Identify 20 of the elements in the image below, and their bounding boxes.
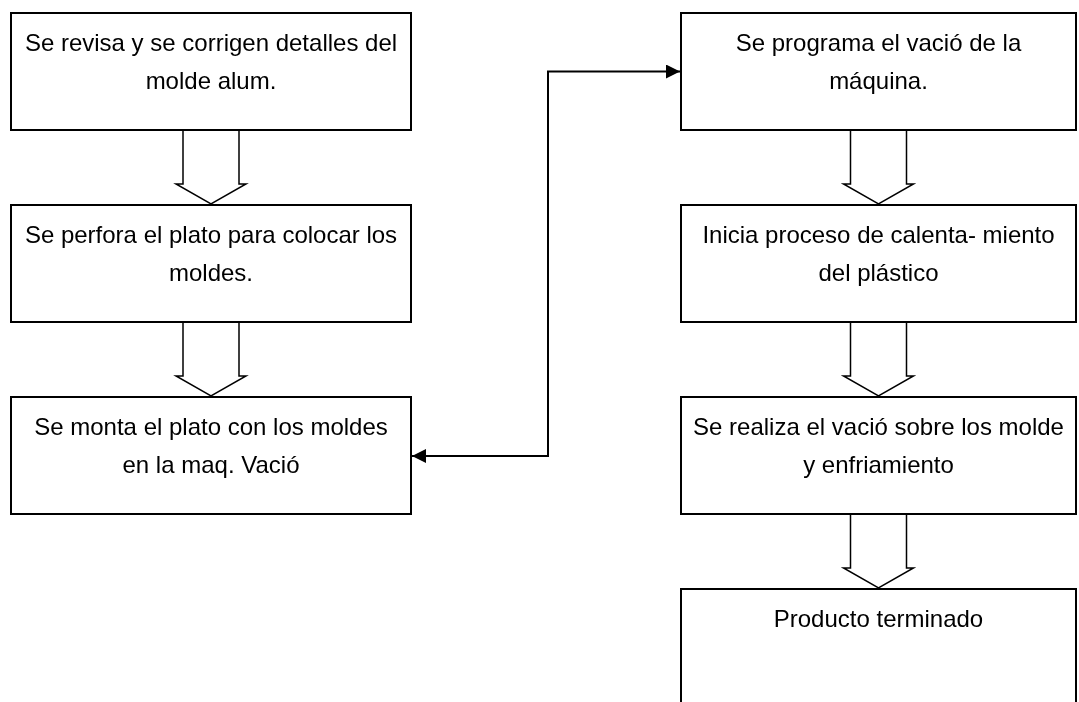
process-box — [680, 588, 1077, 702]
box-text: Se monta el plato con los moldes en la maq. Vació — [33, 412, 389, 480]
box-text: Se revisa y se corrigen detalles del molde alum. — [23, 28, 399, 96]
block-arrow — [840, 322, 917, 397]
block-arrow — [173, 322, 249, 397]
box-text: Inicia proceso de calenta- miento del plástico — [701, 220, 1056, 288]
process-box — [10, 204, 412, 323]
block-arrow — [173, 130, 249, 205]
process-box — [10, 396, 412, 515]
box-text: Se realiza el vació sobre los molde y enfriamiento — [692, 412, 1065, 480]
block-arrow — [840, 130, 917, 205]
block-arrow — [840, 514, 917, 589]
process-box — [680, 12, 1077, 131]
box-text: Se perfora el plato para colocar los moldes. — [23, 220, 399, 288]
box-text: Se programa el vació de la máquina. — [734, 28, 1023, 96]
connector-arrow — [411, 64, 681, 463]
box-text: Producto terminado — [772, 604, 985, 634]
process-box — [10, 12, 412, 131]
process-box — [680, 204, 1077, 323]
process-box — [680, 396, 1077, 515]
